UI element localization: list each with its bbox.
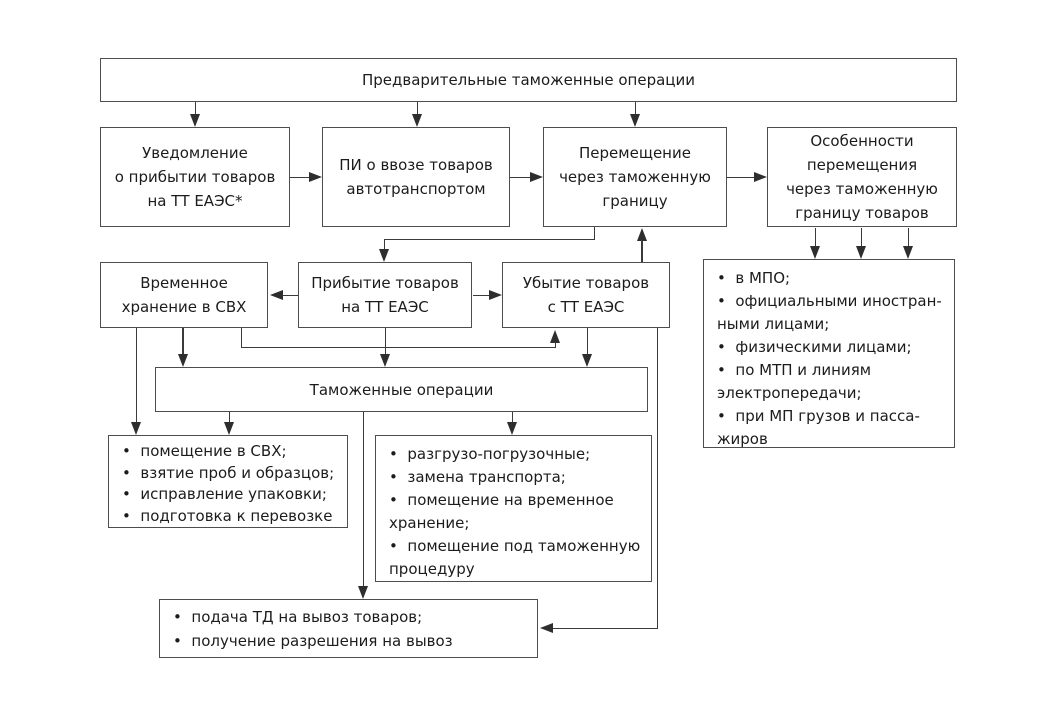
list-item: • замена транспорта; <box>389 468 566 486</box>
list-item: • подача ТД на вывоз товаров; <box>173 608 423 626</box>
conn-title-movement-line <box>634 102 636 114</box>
left-arrow-icon <box>539 623 553 633</box>
node-preliminary-info: ПИ о ввозе товаров автотранспортом <box>322 127 510 227</box>
down-arrow-icon <box>131 422 141 435</box>
conn-movement-arrival-seg2 <box>383 238 595 240</box>
node-storage-ops-list: • помещение в СВХ; • взятие проб и образ… <box>108 435 348 528</box>
up-arrow-icon <box>637 227 647 241</box>
right-arrow-icon <box>309 172 322 182</box>
node-departure: Убытие товаров с ТТ ЕАЭС <box>502 262 670 328</box>
list-item: • взятие проб и образцов; <box>122 463 335 482</box>
conn-title-notification-line <box>194 102 196 114</box>
right-arrow-icon <box>754 172 767 182</box>
left-arrow-icon <box>269 290 283 300</box>
list-item: • при МП грузов и пасса- жиров <box>717 407 920 448</box>
node-temporary-storage: Временное хранение в СВХ <box>100 262 268 328</box>
down-arrow-icon <box>856 246 866 259</box>
conn-arrival-storage-line <box>282 294 298 296</box>
conn-movement-arrival-seg1 <box>593 227 595 240</box>
down-arrow-icon <box>903 246 913 259</box>
conn-arrival-departure-line <box>473 294 489 296</box>
down-arrow-icon <box>358 586 368 599</box>
conn-storage-departure-seg2 <box>240 346 556 348</box>
down-arrow-icon <box>177 354 188 367</box>
list-item: • физическими лицами; <box>717 338 912 356</box>
conn-title-pi-line <box>416 102 418 114</box>
conn-customsops-listmid-line <box>511 412 513 422</box>
conn-storage-customsops-line <box>182 328 184 354</box>
node-movement-features: Особенности перемещения через таможенную… <box>767 127 957 227</box>
down-arrow-icon <box>380 354 390 367</box>
down-arrow-icon <box>810 246 820 259</box>
list-item: • исправление упаковки; <box>122 485 327 503</box>
list-item: • получение разрешения на вывоз <box>173 632 453 650</box>
conn-departure-export-seg2 <box>552 627 658 629</box>
conn-arrival-customsops-line <box>384 328 386 354</box>
node-title-label: Предварительные таможенные операции <box>362 71 695 89</box>
list-item: • по МТП и линиям электропередачи; <box>717 361 872 402</box>
conn-departure-export-seg1 <box>656 328 658 629</box>
down-arrow-icon <box>190 114 200 127</box>
node-customs-operations-label: Таможенные операции <box>309 380 494 399</box>
node-cargo-ops-list: • разгрузо-погрузочные; • замена транспо… <box>375 435 652 582</box>
node-title: Предварительные таможенные операции <box>100 58 957 102</box>
list-item: • помещение в СВХ; <box>122 442 287 460</box>
list-item: • в МПО; <box>717 269 791 287</box>
right-arrow-icon <box>489 290 502 300</box>
down-arrow-icon <box>582 354 592 367</box>
node-movement: Перемещение через таможенную границу <box>543 127 727 227</box>
down-arrow-icon <box>630 114 640 127</box>
node-export-list: • подача ТД на вывоз товаров; • получени… <box>159 599 538 658</box>
conn-departure-customsops-line <box>586 328 588 354</box>
down-arrow-icon <box>507 422 517 435</box>
node-departure-label: Убытие товаров с ТТ ЕАЭС <box>522 274 650 316</box>
node-notification-label: Уведомление о прибытии товаров на ТТ ЕАЭ… <box>114 144 276 210</box>
node-arrival: Прибытие товаров на ТТ ЕАЭС <box>298 262 472 328</box>
down-arrow-icon <box>224 422 234 435</box>
down-arrow-icon <box>379 249 389 262</box>
node-customs-operations: Таможенные операции <box>155 367 648 412</box>
list-item: • подготовка к перевозке <box>122 506 333 525</box>
list-item: • помещение на временное хранение; <box>389 491 614 532</box>
list-item: • официальными иностран- ными лицами; <box>717 292 942 333</box>
conn-storage-departure-seg1 <box>240 328 242 348</box>
conn-storage-departure-seg3 <box>554 342 556 348</box>
conn-features-list-1 <box>814 228 816 246</box>
node-notification: Уведомление о прибытии товаров на ТТ ЕАЭ… <box>100 127 290 227</box>
conn-notification-pi-line <box>290 176 309 178</box>
conn-pi-movement-line <box>510 176 530 178</box>
conn-storage-listleft-line <box>135 328 137 422</box>
node-movement-features-label: Особенности перемещения через таможенную… <box>786 132 938 222</box>
node-preliminary-info-label: ПИ о ввозе товаров автотранспортом <box>339 156 493 198</box>
conn-customsops-export-line <box>362 412 364 586</box>
node-arrival-label: Прибытие товаров на ТТ ЕАЭС <box>311 274 459 316</box>
conn-departure-movement-line <box>641 240 643 262</box>
list-item: • помещение под таможенную процедуру <box>389 537 641 578</box>
node-movement-label: Перемещение через таможенную границу <box>559 144 711 210</box>
down-arrow-icon <box>412 114 422 127</box>
conn-movement-features-line <box>727 176 754 178</box>
right-arrow-icon <box>530 172 543 182</box>
conn-features-list-3 <box>907 228 909 246</box>
node-temporary-storage-label: Временное хранение в СВХ <box>121 274 247 316</box>
up-arrow-icon <box>550 329 560 343</box>
conn-features-list-2 <box>860 228 862 246</box>
conn-movement-arrival-seg3 <box>383 238 385 250</box>
list-item: • разгрузо-погрузочные; <box>389 445 591 463</box>
node-features-list: • в МПО; • официальными иностран- ными л… <box>703 259 955 448</box>
conn-customsops-listleft-line <box>228 412 230 422</box>
